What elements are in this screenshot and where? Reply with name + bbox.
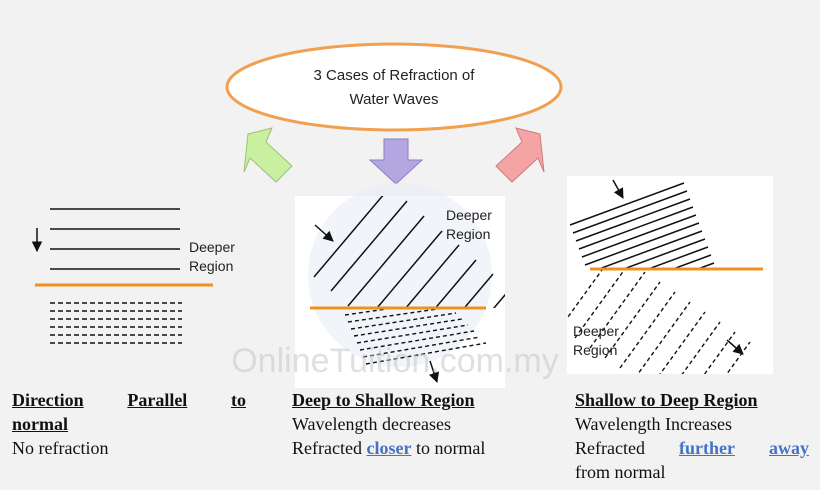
panel-1-heading-word: Parallel bbox=[127, 390, 188, 410]
panel-3-line-2-word: Refracted bbox=[575, 438, 645, 458]
panel-3-background bbox=[567, 176, 773, 374]
closer-link[interactable]: closer bbox=[366, 438, 412, 458]
panel-1-heading-cont: normal bbox=[12, 414, 68, 434]
panel-2-region-label-1: Deeper bbox=[446, 207, 492, 223]
panel-2-caption: Deep to Shallow Region Wavelength decrea… bbox=[292, 388, 532, 460]
panel-2-heading: Deep to Shallow Region bbox=[292, 390, 475, 410]
panel-1-waves bbox=[50, 208, 182, 344]
panel-3-line-2: Refracted further away bbox=[575, 436, 809, 460]
panel-3-line-1: Wavelength Increases bbox=[575, 414, 732, 434]
away-link[interactable]: away bbox=[769, 438, 809, 458]
panel-3-refracted-arrow bbox=[726, 339, 744, 355]
panel-1-caption: Direction Parallel to normal No refracti… bbox=[12, 388, 246, 460]
panel-2-incident-waves bbox=[313, 196, 505, 308]
panel-3-region-label-1: Deeper bbox=[573, 323, 619, 339]
panel-2-line-2: Refracted closer to normal bbox=[292, 436, 532, 460]
title-ellipse bbox=[225, 42, 563, 132]
panel-1-heading: Direction Parallel to bbox=[12, 388, 246, 412]
panel-1-heading-word: Direction bbox=[12, 390, 84, 410]
watermark: OnlineTuition.com.my bbox=[231, 342, 559, 380]
panel-3-region-label-2: Region bbox=[573, 342, 617, 358]
panel-2-region-label-2: Region bbox=[446, 226, 490, 242]
panel-2-line-2-post: to normal bbox=[411, 438, 486, 458]
panel-3-line-3: from normal bbox=[575, 462, 666, 482]
panel-3-caption: Shallow to Deep Region Wavelength Increa… bbox=[575, 388, 809, 484]
red-arrow-icon bbox=[495, 127, 545, 183]
panel-1-heading-word: to bbox=[230, 390, 246, 410]
panel-1-line-2: No refraction bbox=[12, 438, 109, 458]
panel-2-line-2-pre: Refracted bbox=[292, 438, 367, 458]
green-arrow-icon bbox=[243, 127, 293, 183]
panel-2-incident-arrow bbox=[314, 224, 334, 242]
title-line-2: Water Waves bbox=[350, 91, 439, 108]
panel-3-heading: Shallow to Deep Region bbox=[575, 390, 758, 410]
panel-1-region-label-2: Region bbox=[189, 258, 233, 274]
panel-1-region-label-1: Deeper bbox=[189, 239, 235, 255]
panel-3-incident-waves bbox=[569, 182, 715, 269]
further-link[interactable]: further bbox=[678, 438, 735, 458]
panel-2-line-1: Wavelength decreases bbox=[292, 414, 451, 434]
panel-3-incident-arrow bbox=[612, 179, 624, 199]
title-line-1: 3 Cases of Refraction of bbox=[314, 67, 476, 84]
purple-arrow-icon bbox=[368, 138, 424, 185]
panel-2-refracted-arrow bbox=[429, 360, 439, 383]
